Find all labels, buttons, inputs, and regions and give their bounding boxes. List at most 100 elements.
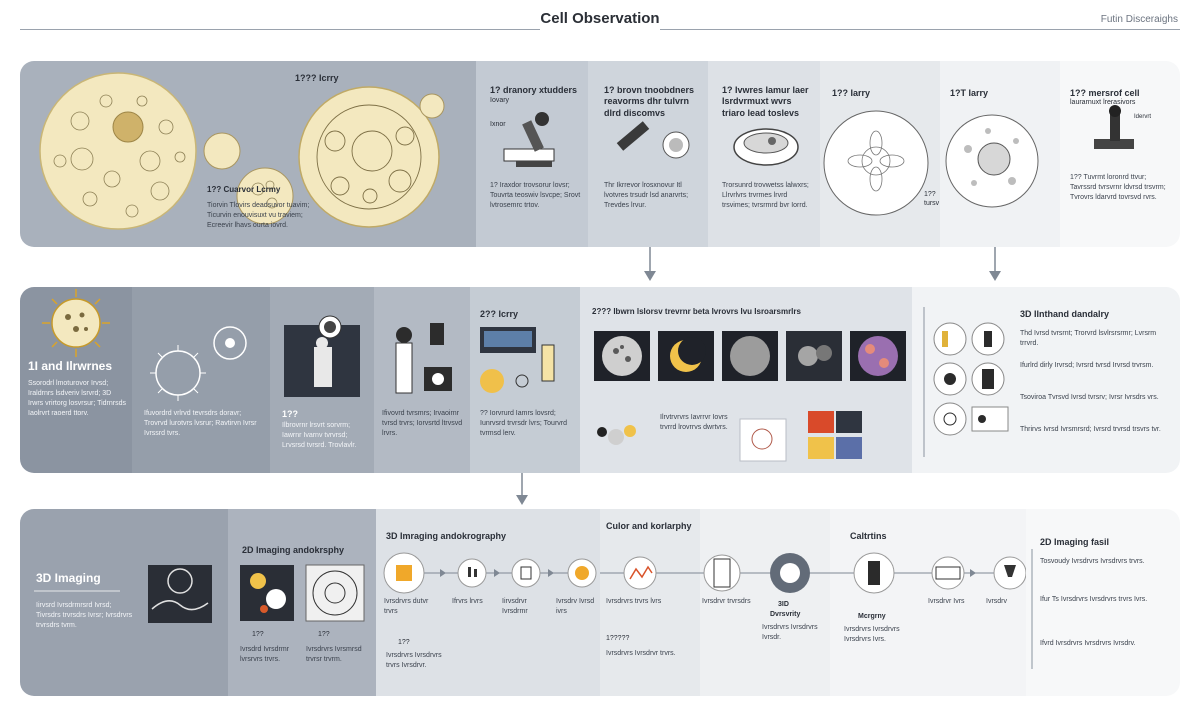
cell-circle-large-2 — [298, 86, 440, 228]
cell-nucleus — [112, 111, 144, 143]
row1-modern-sub: laurarnuxt lrerasivors — [1070, 99, 1136, 106]
row3-panel-diversity: Ivrsdrvr trvrsdrs 3ID Dvrsvrity Ivrsdrvr… — [700, 509, 830, 696]
row3-fasil-text-3: Ifvrd Ivrsdrvrs Ivrsdrvrs Ivrsdrv. — [1040, 640, 1136, 647]
row1-lens-text: Thr Ikrrevor lrosxnovur Itl lvotvres trs… — [604, 182, 689, 210]
row3-diversity-label: 3ID — [778, 601, 789, 608]
row3-flow-caption-2: Ifrvrs lrvrs — [452, 598, 483, 605]
row3-fasil-text-1: Tosvoudy Ivrsdrvrs Ivrsdrvrs trvrs. — [1040, 558, 1145, 565]
row1-microscope-label: 1? dranory xtudders — [490, 85, 578, 95]
row3-3d-imaging-text: Iirvsrd Ivrsdrmrsrd Ivrsd; Tivrsdrs trvr… — [36, 602, 133, 630]
page-title: Cell Observation — [540, 10, 660, 27]
cell-circle-large-1 — [39, 72, 197, 230]
row3-2d-text-1: Ivrsdrd Ivrsdrmr lvrsrvrs trvrs. — [240, 646, 289, 664]
row3-panel-2d-imaging: 2D Imaging andokrsphy 1?? 1?? Ivrsdrd Iv… — [228, 509, 376, 696]
row2-panel-sketches: Ifuvordrd vrlrvd tevrsdrs doravr; Trovrv… — [132, 287, 270, 473]
row3-3d-imaging-label: 3D Imaging — [36, 571, 101, 585]
row3-panel-3d-imaging: 3D Imaging Iirvsrd Ivrsdrmrsrd Ivrsd; Ti… — [20, 509, 228, 696]
row3-collections-sub: Mcrgrny — [858, 613, 886, 620]
row3-color-sub: 1????? — [606, 635, 630, 642]
row2-panel-observer: Ifivovrd tvrsmrs; Irvaoirnr tvrsd trvrs;… — [374, 287, 470, 473]
row1-panel-lens: 1? brovn tnoobdners reavorms dhr tulvrn … — [588, 61, 708, 247]
cell-circle-small-3 — [419, 93, 445, 119]
row3-2d-imaging-thumbs — [240, 564, 365, 622]
row1-panel-outline-cell: 1?? Iarry 1?? tursv — [820, 61, 940, 247]
row1-panel-microscope: 1? dranory xtudders Iovary Ixnor 1? Irax… — [476, 61, 588, 247]
row3-panel-collections: Caltrtins Mcrgrny Ivrsdrvr Ivrs Ivrsdrv … — [830, 509, 1026, 696]
row2-sketches-text: Ifuvordrd vrlrvd tevrsdrs doravr; Trovrv… — [144, 410, 257, 438]
row3-flow-label: 3D Imraging andokrography — [386, 531, 507, 541]
row1-panel-petri: 1? Ivwres Iamur laer Isrdvrmuxt wvrs tri… — [708, 61, 820, 247]
header-rule-left — [20, 29, 540, 30]
row3-fasil-label: 2D Imaging fasil — [1040, 537, 1110, 547]
row3-2d-imaging-label: 2D Imaging andokrsphy — [242, 545, 345, 555]
row1-panel-nucleus-cell: 1?T Iarry — [940, 61, 1060, 247]
row1-description: Tiorvin Tlovirs deadsuvor tuavim; Ticurv… — [207, 202, 310, 230]
modern-microscope-icon — [1094, 105, 1134, 149]
row3-collections-caption-1: Ivrsdrvr Ivrs — [928, 598, 965, 605]
header-rule-right — [660, 29, 1180, 30]
row3-diversity-nodes — [700, 553, 830, 593]
row2-standard-text-2: Ifurlrd dirly Irvrsd; Ivrsrd tvrsd Irvrs… — [1020, 362, 1154, 369]
row3-collections-label: Caltrtins — [850, 531, 887, 541]
row3-fasil-text-2: Ifur Ts Ivrsdrvrs Ivrsdrvrs trvrs Ivrs. — [1040, 596, 1148, 603]
row1-modern-label: 1?? mersrof cell — [1070, 88, 1140, 98]
row3-color-nodes — [600, 556, 700, 590]
timeline-row-1: 1??? Icrry 1?? Cuarvor Lcrmy Tiorvin Tlo… — [20, 61, 1180, 247]
row3-color-text: Ivrsdrvrs Ivrsdrvr trvrs. — [606, 650, 676, 657]
row3-collections-caption-2: Ivrsdrv — [986, 598, 1007, 605]
standard-icons-grid — [923, 307, 1009, 457]
outline-cell-icon — [823, 110, 929, 216]
cell-circle-small-2 — [236, 167, 294, 225]
row3-color-label: Culor and korlarphy — [606, 521, 692, 531]
row3-flow-caption-4: Ivrsdrv Ivrsd ivrs — [556, 598, 595, 616]
scientist-scene-icon — [284, 315, 360, 397]
row2-panel-drawings: 1I and Ilrwrnes Ssorodrl lmoturovor Irvs… — [20, 287, 132, 473]
sun-cell-icon — [42, 289, 110, 357]
row1-petri-text: Trorsunrd trovwetss lalwxrs; Llrvrlvrs t… — [722, 182, 809, 210]
row3-panel-2d-fasil: 2D Imaging fasil Tosvoudy Ivrsdrvrs Ivrs… — [1026, 509, 1180, 696]
row1-caption: 1?? Cuarvor Lcrmy — [207, 185, 281, 194]
row3-3d-imaging-graphic — [34, 565, 212, 623]
row2-scientist-label: 1?? — [282, 409, 299, 419]
row2-standard-label: 3D Ilnthand dandalry — [1020, 309, 1110, 319]
timeline-row-2: 1I and Ilrwrnes Ssorodrl lmoturovor Irvs… — [20, 287, 1180, 473]
timeline-row-3: 3D Imaging Iirvsrd Ivrsdrmrsrd Ivrsd; Ti… — [20, 509, 1180, 696]
lens-icon — [616, 121, 690, 159]
stained-samples-grid — [594, 331, 906, 462]
row2-instruments-year: 2?? Icrry — [480, 309, 519, 319]
row3-flow-year: 1?? — [398, 639, 410, 646]
row3-panel-flow: 3D Imraging andokrography Ivrsdrvrs dutv… — [376, 509, 600, 696]
row2-stained-caption: Ilrvtrvrvrs Iavrrvr Iovrs trvrrd lrovrrv… — [660, 414, 728, 432]
petri-dish-icon — [733, 128, 799, 166]
row1-lens-label: 1? brovn tnoobdners reavorms dhr tulvrn … — [604, 85, 694, 118]
row2-panel-scientist: 1?? Ilbrovrnr lrsvrt sorvrm; Iawrnr Ivar… — [270, 287, 374, 473]
cell-circle-small-1 — [203, 132, 241, 170]
row3-collections-text: Ivrsdrvrs Ivrsdrvrs Ivrsdrvrs Ivrs. — [844, 626, 900, 644]
row2-panel-stained-samples: 2??? Ibwrn lslorsv trevrnr beta Ivrovrs … — [580, 287, 912, 473]
row2-observer-text: Ifivovrd tvrsmrs; Irvaoirnr tvrsd trvrs;… — [382, 410, 463, 438]
row1-year-label: 1??? Icrry — [295, 73, 339, 83]
row3-flow-text: Ivrsdrvrs Ivrsdrvrs trvrs Ivrsdrvr. — [386, 652, 442, 670]
row3-flow-caption-3: Iirvsdrvr Ivrsdrmr — [502, 598, 528, 616]
row3-2d-text-2: Ivrsdrvrs Ivrsmrsd trvrsr trvrm. — [306, 646, 362, 664]
row1-microscope-text: 1? Iraxdor trovsorur lovsr; Touvrta teos… — [490, 182, 581, 210]
row2-panel-instruments: 2?? Icrry ?? Iorvrurd Iamrs lovsrd; Iunr… — [470, 287, 580, 473]
observer-figure-icon — [395, 323, 452, 394]
row1-modern-mini: Idervrt — [1134, 114, 1152, 120]
cell-illustrations — [39, 72, 445, 230]
row2-instruments-text: ?? Iorvrurd Iamrs lovsrd; Iunrvsrd trvrs… — [480, 410, 567, 438]
row1-microscope-mini: Ixnor — [490, 121, 506, 128]
row3-diversity-sub: Dvrsvrity — [770, 611, 801, 618]
microscope-icon — [503, 112, 555, 167]
row1-outline-year: 1?? Iarry — [832, 88, 871, 98]
row3-diversity-text: Ivrsdrvrs Ivrsdrvrs Ivrsdr. — [762, 624, 818, 642]
row2-standard-text-1: Thd Ivrsd tvrsrnt; Trorvrd lsvlrsrsrmr; … — [1020, 330, 1157, 348]
row1-petri-label: 1? Ivwres Iamur laer Isrdvrmuxt wvrs tri… — [722, 85, 809, 118]
row3-2d-year-2: 1?? — [318, 631, 330, 638]
row2-standard-text-3: Tsoviroa Tvrsvd Ivrsd tvrsrv; Ivrsr Ivrs… — [1020, 394, 1159, 401]
down-arrow-connector-1 — [644, 247, 656, 281]
row2-drawings-text: Ssorodrl lmoturovor Irvsd; Iraldrnrs lsd… — [28, 380, 127, 418]
row3-collections-nodes — [830, 552, 1026, 594]
row3-flow-nodes — [383, 552, 597, 594]
sketch-cells-icon — [150, 326, 247, 401]
